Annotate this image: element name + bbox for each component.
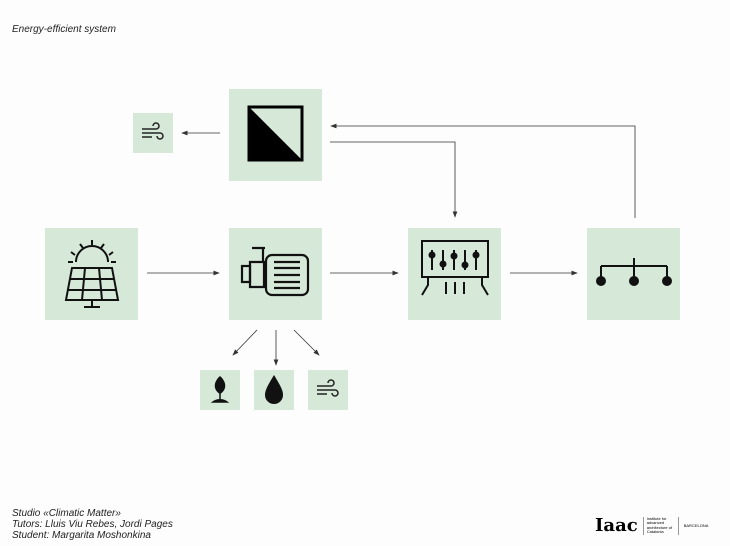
water-drop-icon xyxy=(265,375,283,404)
pump-icon xyxy=(240,246,310,297)
credit-tutors: Tutors: Lluis Viu Rebes, Jordi Pages xyxy=(12,519,173,530)
iaac-logo: Iaac Institute for advanced architecture… xyxy=(595,515,708,536)
controller-icon xyxy=(421,240,489,296)
wind-icon xyxy=(317,379,339,397)
diagram-title: Energy-efficient system xyxy=(12,24,116,35)
heat-exchanger-icon xyxy=(247,105,304,162)
solar-panel-icon xyxy=(64,240,120,308)
credit-studio: Studio «Climatic Matter» xyxy=(12,508,121,519)
logo-city: BARCELONA xyxy=(683,523,709,528)
logo-mark: Iaac xyxy=(595,515,638,536)
logo-name: Institute for advanced architecture of C… xyxy=(642,516,679,535)
controller-box xyxy=(408,228,501,320)
wind-icon xyxy=(142,122,164,140)
credit-student: Student: Margarita Moshonkina xyxy=(12,530,151,541)
plant-icon xyxy=(210,376,230,403)
distribution-icon xyxy=(596,258,672,286)
arrows xyxy=(147,123,636,366)
